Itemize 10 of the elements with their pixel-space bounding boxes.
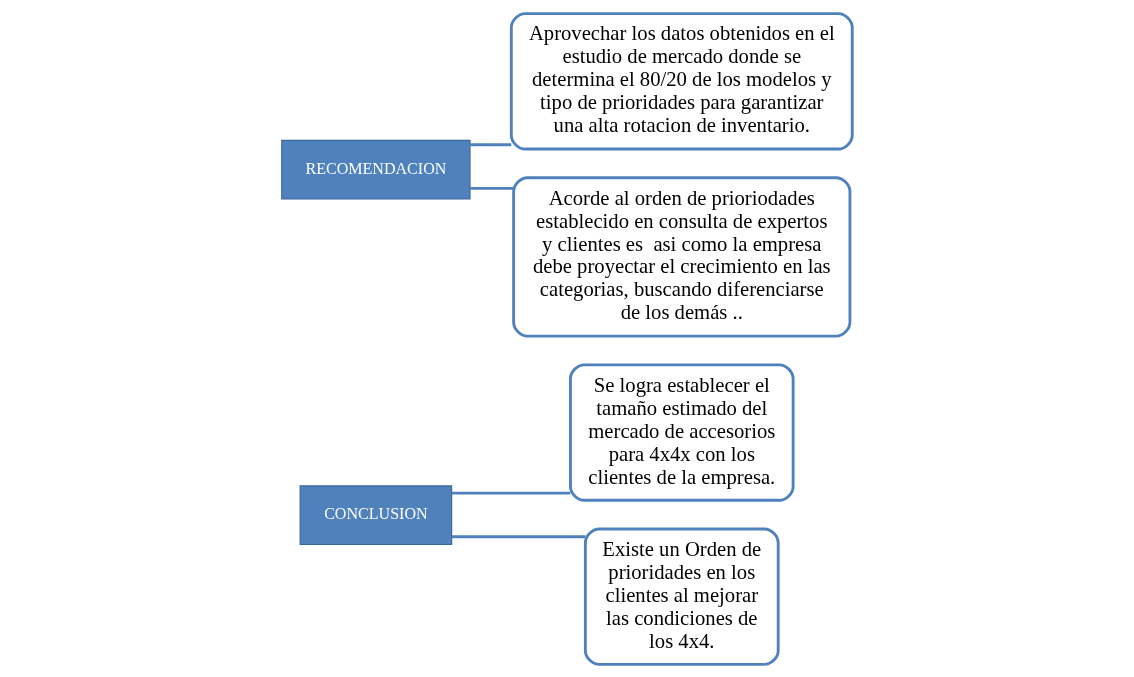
node-box: Aprovechar los datos obtenidos en el estudio de mercado donde se determina el 80/20 de los modelos y tipo de prioridades para garantizar una alta rotacion de inventario. [509, 11, 854, 150]
node-box: Se logra establecer el tamaño estimado del mercado de accesorios para 4x4x con los clientes de la empresa. [569, 362, 795, 502]
connector [470, 142, 512, 146]
node-box: CONCLUSION [299, 484, 453, 545]
node-box: RECOMENDACION [281, 139, 471, 200]
connector [451, 491, 571, 495]
connector [451, 534, 586, 538]
node-box: Existe un Orden de prioridades en los clientes al mejorar las condiciones de los 4x4. [583, 527, 780, 666]
connector [470, 186, 514, 190]
node-box: Acorde al orden de prioriodades establecido en consulta de expertos y clientes es asi como la empresa debe proyectar el crecimiento en las categorias, buscando diferenciarse de los demás .. [512, 175, 852, 338]
